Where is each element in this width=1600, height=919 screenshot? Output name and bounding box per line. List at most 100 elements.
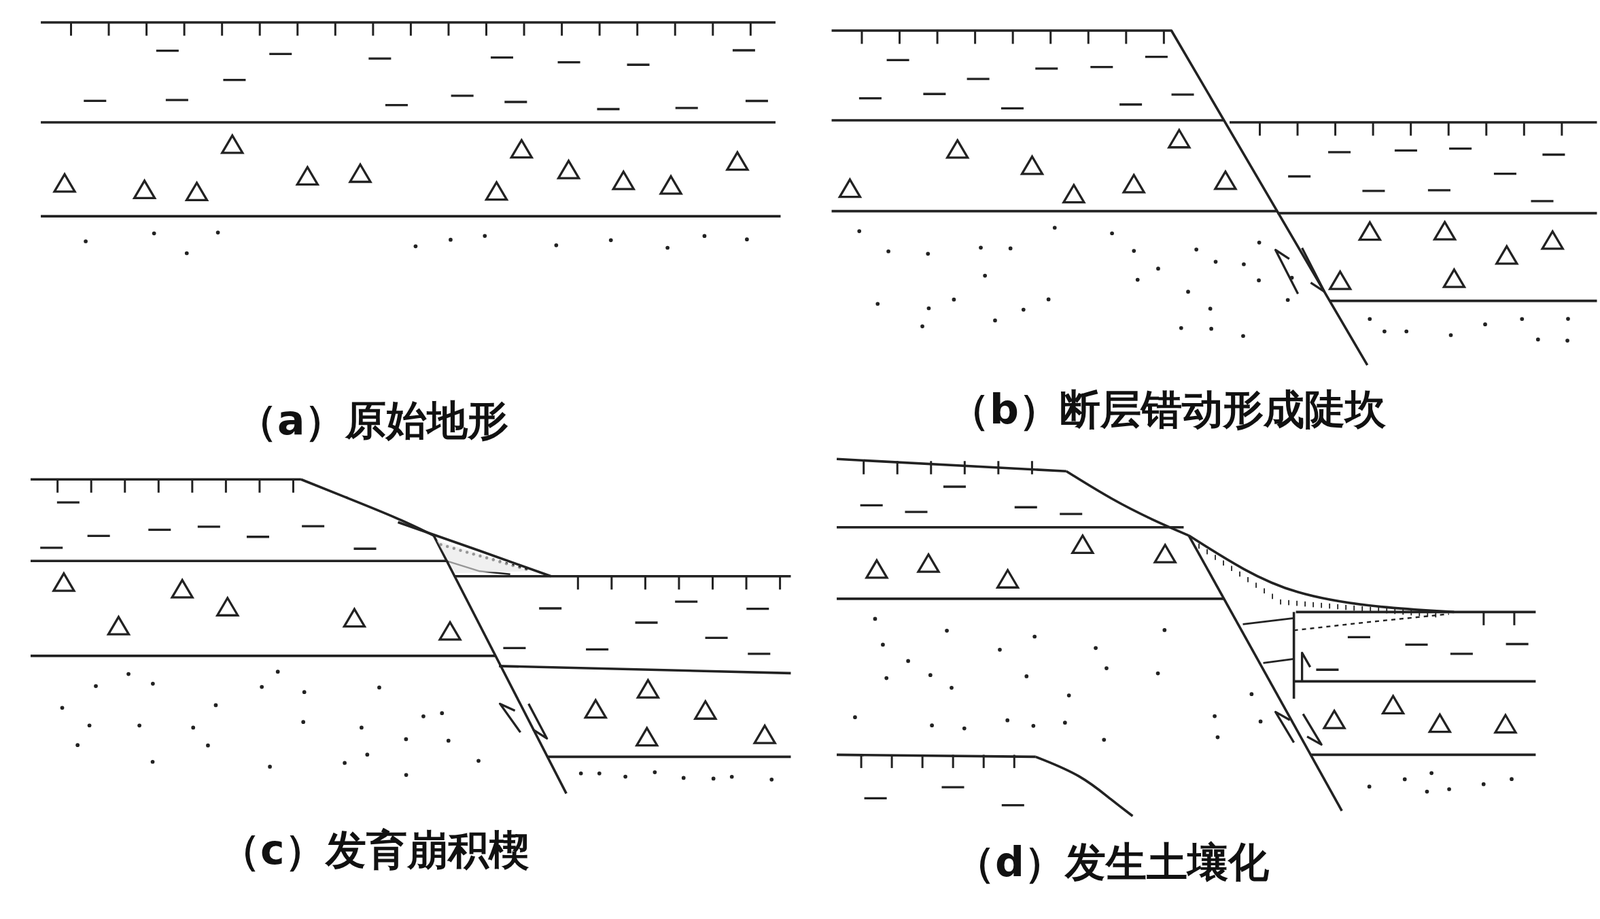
- surface-tick: [183, 22, 186, 37]
- sand-dot: [1213, 259, 1219, 264]
- sand-dot: [711, 776, 716, 781]
- gravel-triangle: [222, 135, 243, 153]
- soil-mark: [1288, 600, 1290, 606]
- surface-tick: [636, 22, 639, 37]
- gravel-triangle: [1429, 714, 1450, 733]
- sand-dot: [1241, 333, 1246, 338]
- sand-dot: [214, 703, 219, 708]
- soil-mark: [1385, 608, 1388, 614]
- sand-dot: [1382, 329, 1387, 334]
- soil-mark: [1198, 543, 1200, 550]
- stratum-line: [528, 703, 548, 739]
- clay-dash: [165, 99, 189, 102]
- sand-dot: [302, 689, 307, 694]
- gravel-triangle: [558, 161, 580, 179]
- sand-dot: [681, 776, 686, 781]
- clay-dash: [1404, 643, 1428, 646]
- clay-dash: [1315, 668, 1339, 671]
- stratum-line: [1292, 611, 1296, 699]
- sand-dot: [1256, 278, 1261, 283]
- clay-dash: [864, 797, 888, 800]
- sand-dot: [769, 777, 774, 782]
- gravel-triangle: [754, 725, 775, 744]
- stratum-line: [1243, 617, 1295, 624]
- gravel-triangle: [613, 171, 634, 190]
- clay-dash: [1014, 506, 1038, 509]
- sand-dot: [404, 772, 409, 777]
- soil-mark: [1410, 610, 1412, 616]
- surface-tick: [674, 22, 677, 37]
- sand-dot: [579, 771, 584, 776]
- stratum-line: [1311, 753, 1536, 757]
- sand-dot: [1449, 333, 1454, 338]
- gravel-triangle: [1169, 129, 1190, 148]
- soil-mark: [1255, 582, 1257, 588]
- sand-dot: [886, 249, 891, 254]
- soil-mark: [1230, 566, 1233, 572]
- surface-tick: [292, 479, 295, 493]
- sand-dot: [1519, 316, 1524, 321]
- surface-tick: [334, 22, 337, 37]
- surface-tick: [936, 30, 939, 45]
- sand-dot: [184, 251, 189, 256]
- clay-dash: [353, 547, 376, 550]
- soil-mark: [1369, 606, 1371, 613]
- gravel-triangle: [1123, 174, 1144, 193]
- soil-mark: [1279, 599, 1282, 605]
- sand-dot: [1005, 718, 1010, 723]
- clay-dash: [40, 546, 63, 549]
- sand-dot: [190, 725, 196, 730]
- sand-dot: [1063, 720, 1068, 725]
- sand-dot: [1067, 693, 1072, 698]
- surface-tick: [982, 754, 985, 769]
- clay-dash: [596, 108, 620, 111]
- sand-dot: [1404, 329, 1409, 334]
- clay-dash: [1493, 172, 1517, 175]
- soil-mark: [1336, 604, 1339, 610]
- surface-tick: [224, 479, 228, 493]
- soil-mark: [1271, 594, 1274, 600]
- sand-dot: [377, 685, 382, 690]
- sand-dot: [1536, 337, 1541, 342]
- clay-dash: [904, 511, 928, 514]
- clay-dash: [1506, 642, 1529, 646]
- stratum-line: [1329, 299, 1597, 303]
- gravel-triangle: [866, 560, 888, 578]
- sand-dot: [949, 685, 954, 690]
- surface-tick: [1523, 122, 1526, 136]
- gravel-triangle: [108, 617, 129, 635]
- gravel-triangle: [297, 167, 318, 185]
- soil-mark: [1434, 612, 1437, 618]
- sand-dot: [476, 758, 481, 763]
- sand-dot: [653, 770, 658, 775]
- gravel-triangle: [585, 700, 606, 718]
- surface-tick: [952, 754, 955, 769]
- sand-dot: [275, 669, 281, 674]
- sand-dot: [93, 684, 98, 689]
- sand-dot: [1249, 691, 1255, 697]
- clay-dash: [627, 63, 650, 66]
- stratum-line: [1275, 711, 1295, 743]
- surface-tick: [1447, 122, 1450, 136]
- sand-dot: [1566, 316, 1571, 321]
- soil-mark: [1328, 603, 1331, 610]
- clay-dash: [156, 49, 179, 52]
- sand-dot: [1032, 634, 1037, 639]
- stratum-line: [1188, 535, 1342, 811]
- sand-dot: [364, 752, 370, 757]
- stratum-line: [500, 703, 521, 733]
- gravel-triangle: [186, 182, 208, 201]
- sand-dot: [126, 672, 131, 677]
- clay-dash: [705, 636, 728, 639]
- sand-dot: [906, 659, 911, 664]
- gravel-triangle: [1330, 271, 1351, 290]
- sand-dot: [404, 737, 409, 742]
- surface-tick: [1409, 122, 1412, 136]
- soil-mark: [1353, 605, 1355, 612]
- stratum-line: [1302, 652, 1311, 682]
- strata-lines: [30, 22, 1597, 816]
- surface-tick: [409, 22, 412, 37]
- stratum-line: [836, 754, 1036, 757]
- surface-tick: [1482, 611, 1485, 626]
- surface-tick: [190, 479, 194, 493]
